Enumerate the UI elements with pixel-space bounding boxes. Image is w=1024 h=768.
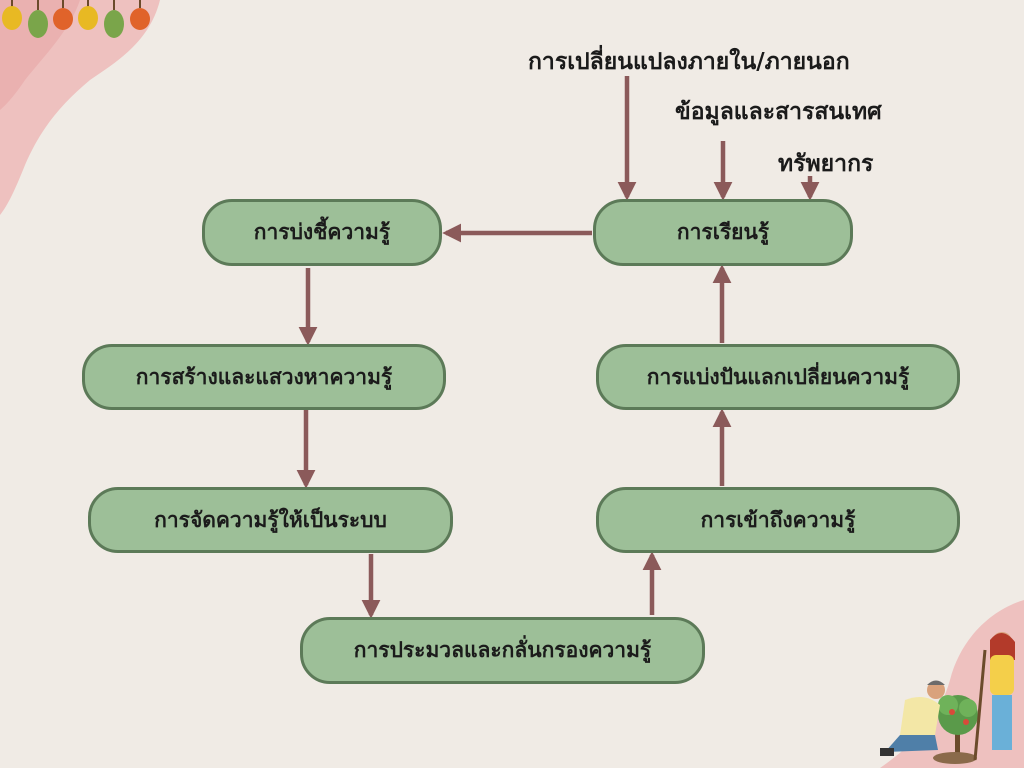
node-process-refine-knowledge: การประมวลและกลั่นกรองความรู้ <box>300 617 705 684</box>
node-share-knowledge: การแบ่งปันแลกเปลี่ยนความรู้ <box>596 344 960 410</box>
input-label-resources: ทรัพยากร <box>778 151 874 177</box>
input-label-information: ข้อมูลและสารสนเทศ <box>675 99 882 125</box>
tree-illustration <box>933 695 978 764</box>
node-create-acquire-knowledge: การสร้างและแสวงหาความรู้ <box>82 344 446 410</box>
node-identify-knowledge: การบ่งชี้ความรู้ <box>202 199 442 266</box>
leaf-garland <box>2 0 150 38</box>
node-access-knowledge: การเข้าถึงความรู้ <box>596 487 960 553</box>
gardener-kneeling <box>880 680 945 756</box>
node-learning: การเรียนรู้ <box>593 199 853 266</box>
gardener-standing <box>973 632 1015 761</box>
bottom-right-wave <box>880 600 1024 768</box>
node-organize-knowledge: การจัดความรู้ให้เป็นระบบ <box>88 487 453 553</box>
input-label-change: การเปลี่ยนแปลงภายใน/ภายนอก <box>528 49 850 75</box>
